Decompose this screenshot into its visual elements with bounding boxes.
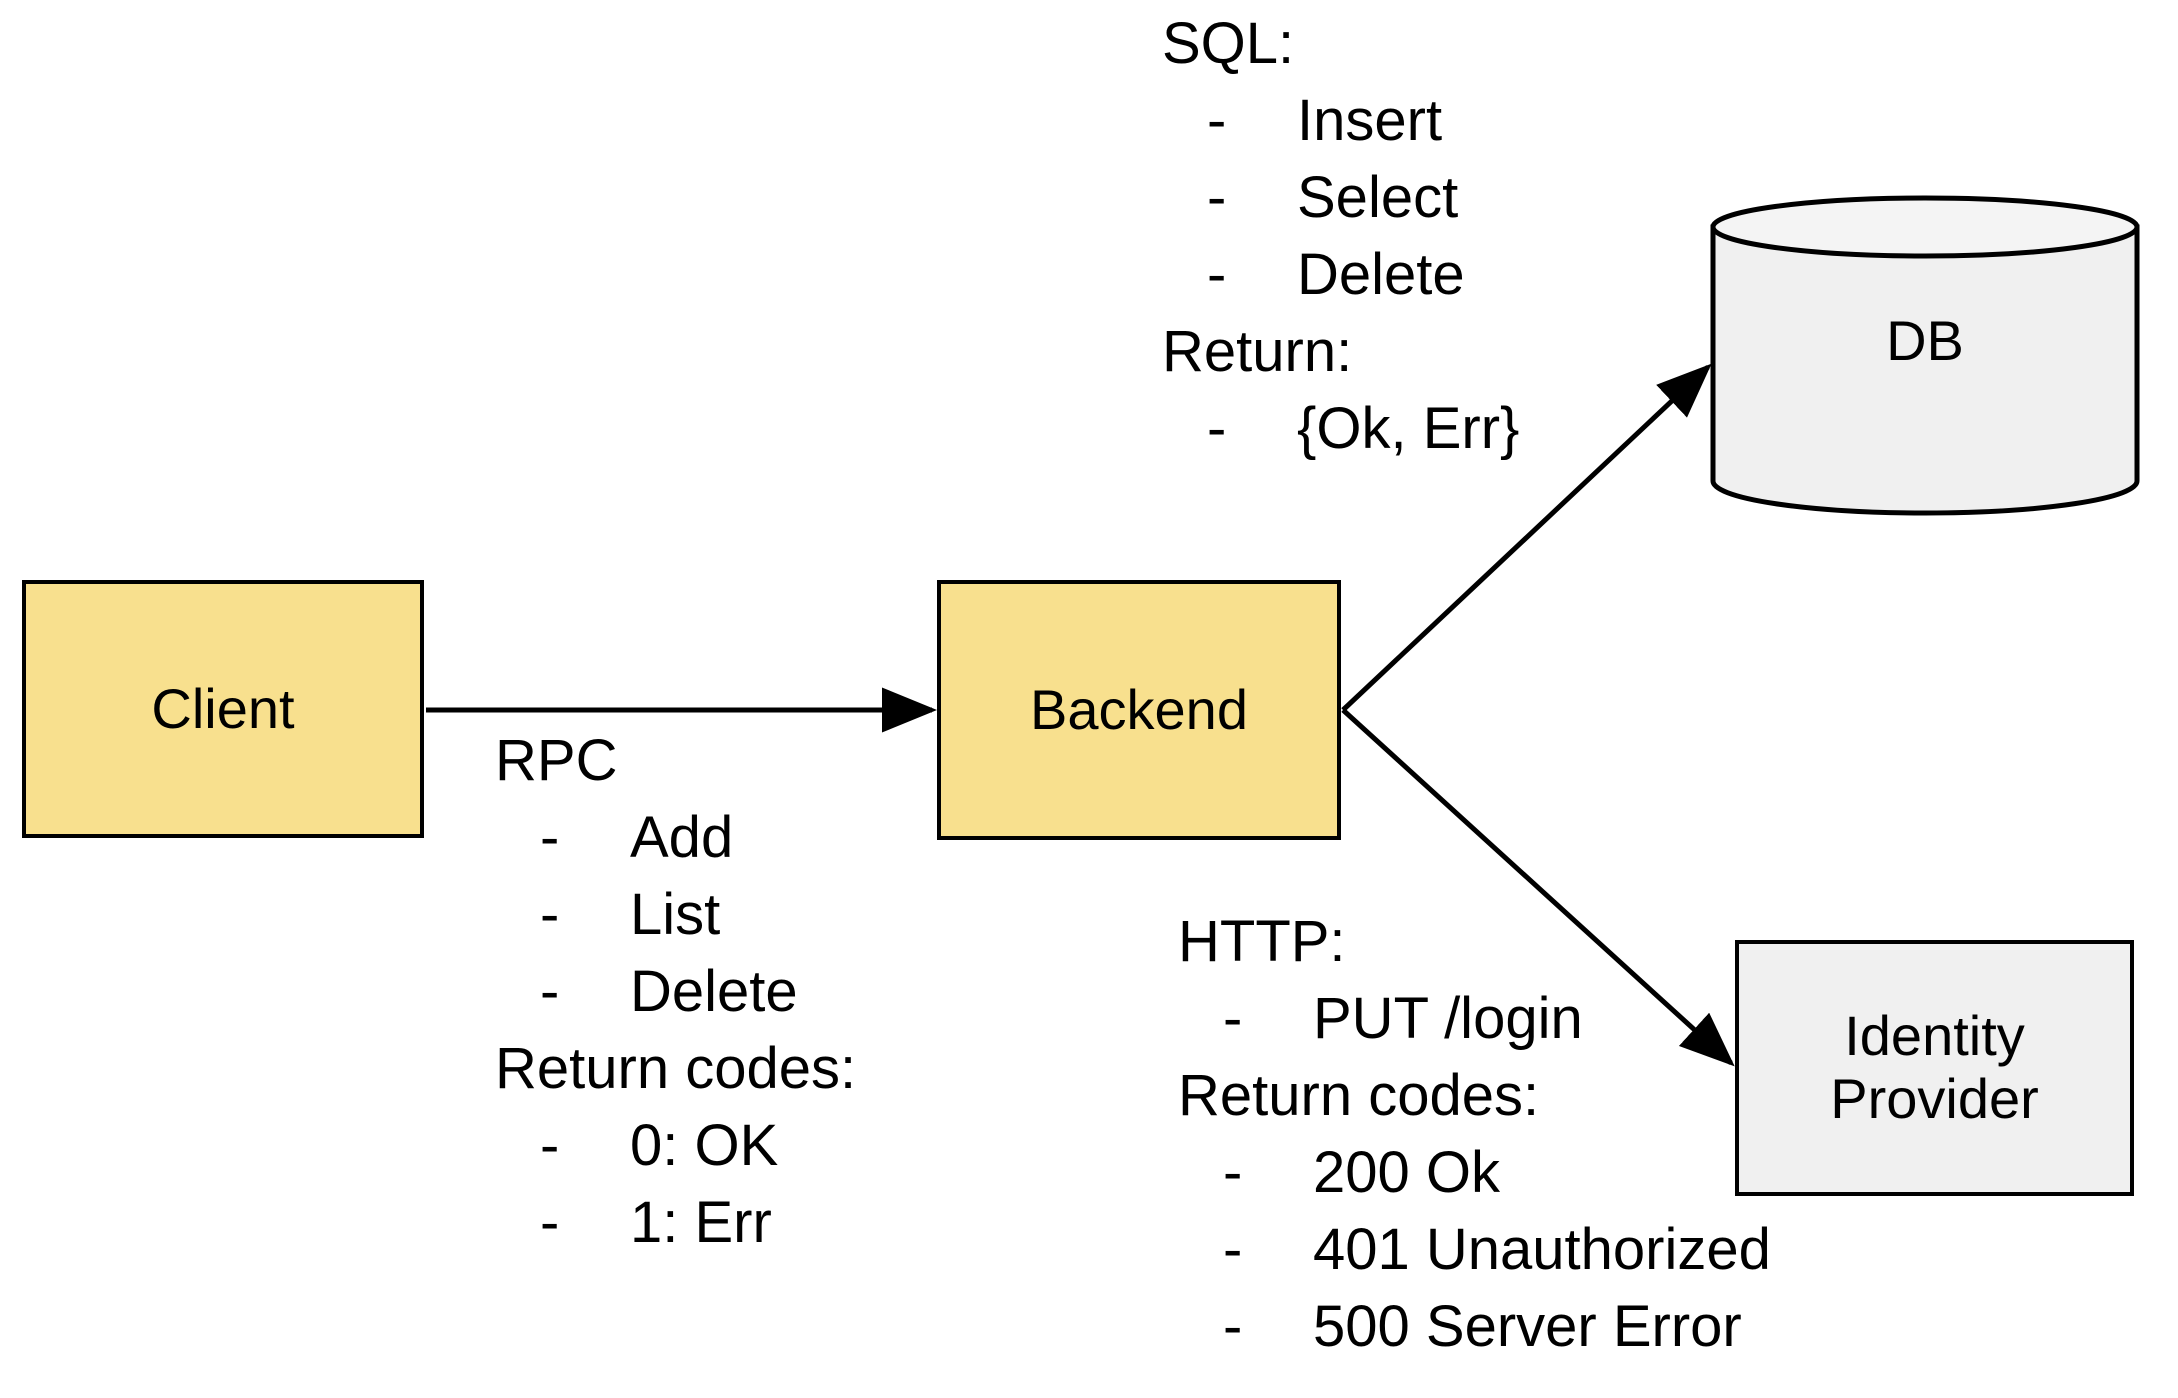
annotation-rpc-return-item: - 1: Err	[495, 1184, 856, 1261]
bullet-dash-icon: -	[540, 1190, 560, 1255]
annotation-sql-return-item: - {Ok, Err}	[1162, 390, 1519, 467]
node-backend-label: Backend	[1030, 677, 1248, 741]
annotation-rpc-return-heading: Return codes:	[495, 1036, 857, 1101]
annotation-http-heading: HTTP:	[1178, 909, 1346, 974]
annotation-rpc-item-text: Add	[630, 805, 734, 870]
annotation-http-return-item-text: 200 Ok	[1313, 1140, 1500, 1205]
annotation-rpc-return-item: - 0: OK	[495, 1107, 856, 1184]
node-client-label: Client	[151, 676, 295, 740]
annotation-sql-item-text: Delete	[1297, 242, 1465, 307]
annotation-http-return-item-text: 500 Server Error	[1313, 1294, 1742, 1359]
annotation-sql-item: - Delete	[1162, 236, 1519, 313]
annotation-sql: SQL: - Insert - Select - Delete Return: …	[1162, 5, 1519, 467]
bullet-dash-icon: -	[1207, 242, 1227, 307]
annotation-http-item-text: PUT /login	[1313, 986, 1583, 1051]
annotation-rpc-item-text: Delete	[630, 959, 798, 1024]
node-client[interactable]: Client	[22, 580, 424, 838]
annotation-sql-item: - Select	[1162, 159, 1519, 236]
annotation-sql-item-text: Select	[1297, 165, 1459, 230]
node-backend[interactable]: Backend	[937, 580, 1341, 840]
annotation-rpc-return-item-text: 0: OK	[630, 1113, 779, 1178]
node-db-label-wrap: DB	[1710, 310, 2140, 372]
annotation-rpc: RPC - Add - List - Delete Return codes: …	[495, 722, 856, 1261]
bullet-dash-icon: -	[1223, 1294, 1243, 1359]
annotation-http-return-item: - 500 Server Error	[1178, 1288, 1771, 1365]
bullet-dash-icon: -	[540, 882, 560, 947]
annotation-rpc-item: - List	[495, 876, 856, 953]
annotation-http-return-heading: Return codes:	[1178, 1063, 1540, 1128]
node-identity-provider-label-line1: Identity	[1844, 1004, 2025, 1068]
annotation-sql-return-item-text: {Ok, Err}	[1297, 396, 1520, 461]
bullet-dash-icon: -	[540, 1113, 560, 1178]
bullet-dash-icon: -	[540, 805, 560, 870]
node-identity-provider-label-line2: Provider	[1830, 1067, 2039, 1130]
bullet-dash-icon: -	[540, 959, 560, 1024]
annotation-rpc-return-item-text: 1: Err	[630, 1190, 772, 1255]
bullet-dash-icon: -	[1207, 165, 1227, 230]
annotation-http-return-item-text: 401 Unauthorized	[1313, 1217, 1771, 1282]
node-identity-provider[interactable]: Identity Provider	[1735, 940, 2134, 1196]
annotation-http-item: - PUT /login	[1178, 980, 1771, 1057]
annotation-sql-heading: SQL:	[1162, 11, 1295, 76]
annotation-rpc-heading: RPC	[495, 728, 618, 793]
annotation-sql-item: - Insert	[1162, 82, 1519, 159]
node-db-label: DB	[1886, 309, 1964, 372]
annotation-sql-item-text: Insert	[1297, 88, 1443, 153]
bullet-dash-icon: -	[1223, 1140, 1243, 1205]
annotation-http-return-item: - 200 Ok	[1178, 1134, 1771, 1211]
bullet-dash-icon: -	[1223, 986, 1243, 1051]
annotation-rpc-item: - Add	[495, 799, 856, 876]
bullet-dash-icon: -	[1223, 1217, 1243, 1282]
database-cylinder-icon	[1710, 195, 2140, 516]
annotation-http-return-item: - 401 Unauthorized	[1178, 1211, 1771, 1288]
node-identity-provider-label-wrap: Identity Provider	[1830, 1005, 2039, 1130]
annotation-http: HTTP: - PUT /login Return codes: - 200 O…	[1178, 903, 1771, 1365]
bullet-dash-icon: -	[1207, 396, 1227, 461]
annotation-rpc-item-text: List	[630, 882, 721, 947]
annotation-sql-return-heading: Return:	[1162, 319, 1353, 384]
node-db[interactable]	[1710, 195, 2140, 516]
bullet-dash-icon: -	[1207, 88, 1227, 153]
annotation-rpc-item: - Delete	[495, 953, 856, 1030]
